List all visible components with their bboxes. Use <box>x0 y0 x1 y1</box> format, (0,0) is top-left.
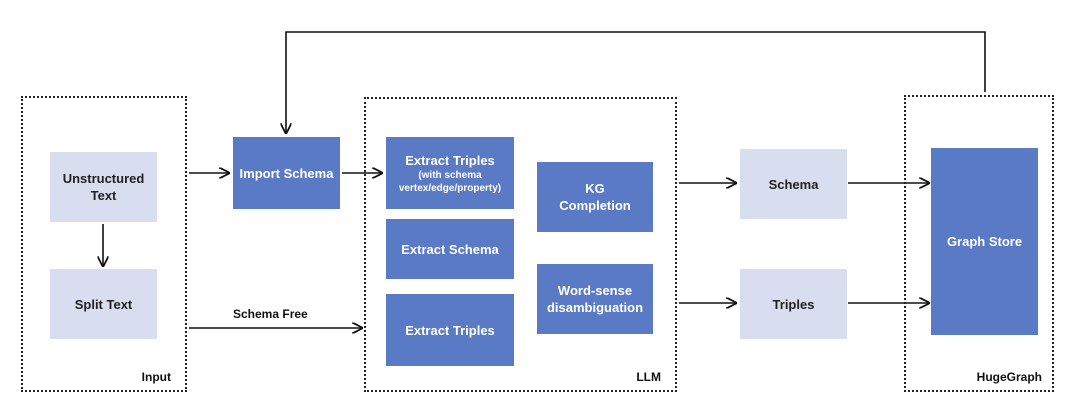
edge-label-schema-free: Schema Free <box>233 307 308 321</box>
node-extract-schema: Extract Schema <box>386 219 514 279</box>
group-llm: LLM <box>364 97 677 392</box>
node-kg-completion: KG Completion <box>537 162 653 232</box>
edge-hugegraph-feedback <box>286 31 986 133</box>
group-hugegraph-label: HugeGraph <box>976 370 1042 384</box>
node-unstructured-text: Unstructured Text <box>50 152 157 222</box>
node-extract-triples-with-schema: Extract Triples (with schema vertex/edge… <box>386 137 514 209</box>
group-llm-label: LLM <box>636 370 661 384</box>
node-word-sense-disambiguation: Word-sense disambiguation <box>537 264 653 334</box>
node-schema: Schema <box>740 149 847 219</box>
extract-triples-with-schema-title: Extract Triples <box>405 152 495 168</box>
node-triples: Triples <box>740 269 847 339</box>
group-input: Input <box>21 96 187 392</box>
node-split-text: Split Text <box>50 269 157 339</box>
node-extract-triples: Extract Triples <box>386 294 514 366</box>
group-input-label: Input <box>141 370 171 384</box>
node-import-schema: Import Schema <box>233 137 340 209</box>
group-hugegraph: HugeGraph <box>904 95 1054 392</box>
node-graph-store: Graph Store <box>931 148 1038 335</box>
extract-triples-with-schema-note: (with schema vertex/edge/property) <box>398 169 502 194</box>
